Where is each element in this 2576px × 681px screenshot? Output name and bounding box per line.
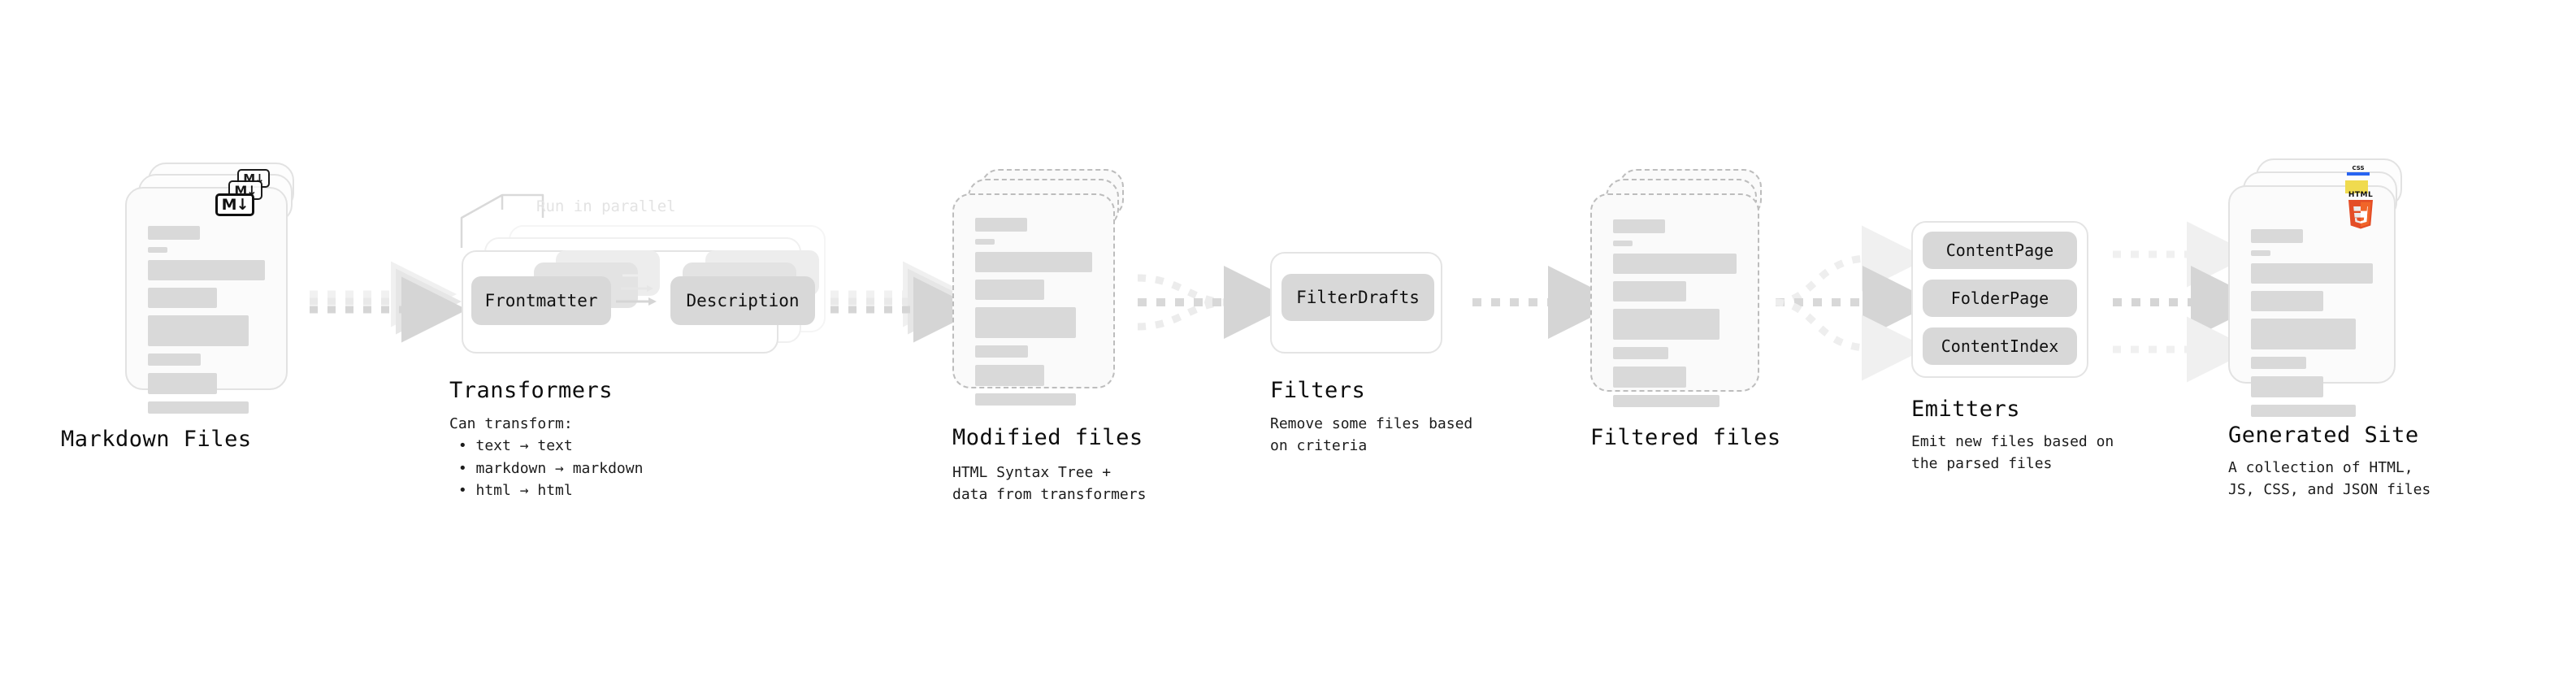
css3-icon-bar [2347, 172, 2370, 176]
filters-subcaption: Remove some files based on criteria [1270, 415, 1473, 455]
modified-files-subcaption: HTML Syntax Tree + data from transformer… [952, 464, 1147, 504]
filters-group: FilterDrafts [1270, 252, 1449, 354]
transformer-inner-arrows [616, 272, 657, 306]
emitters-subcaption: Emit new files based on the parsed files [1911, 433, 2114, 473]
markdown-files-stack: M↓ M↓ M↓ [122, 163, 317, 414]
filtered-files-caption: Filtered files [1590, 425, 1781, 450]
connector-markdown-to-transformers [310, 261, 467, 343]
generated-site-caption: Generated Site [2228, 423, 2419, 448]
filtered-card-content [1613, 219, 1737, 414]
markdown-card-content [148, 226, 265, 421]
css3-icon-label: CSS [2352, 165, 2365, 171]
transformer-pill-frontmatter[interactable]: Frontmatter [471, 276, 611, 325]
modified-card-content [975, 218, 1092, 413]
connector-emitters-to-site [2113, 221, 2264, 383]
filtered-card-front [1590, 193, 1759, 407]
site-card-content [2251, 229, 2373, 424]
connector-filtered-to-emitters [1775, 225, 1936, 381]
generated-site-subcaption: A collection of HTML, JS, CSS, and JSON … [2228, 459, 2431, 499]
generated-site-stack: CSS HTML [2227, 158, 2438, 417]
filtered-files-stack [1585, 163, 1788, 407]
transformers-subcaption: Can transform: • text → text • markdown … [449, 415, 644, 500]
modified-card-front [952, 193, 1115, 406]
emitter-pill-contentpage[interactable]: ContentPage [1923, 232, 2077, 269]
javascript-icon [2345, 180, 2368, 193]
markdown-files-caption: Markdown Files [61, 427, 252, 452]
transformers-caption: Transformers [449, 378, 614, 403]
connector-transformers-to-modified [830, 261, 979, 343]
connector-modified-to-filters [1137, 266, 1297, 339]
markdown-card-front [125, 187, 288, 414]
transformer-pill-description[interactable]: Description [670, 276, 815, 325]
emitter-pill-contentindex[interactable]: ContentIndex [1923, 327, 2077, 365]
modified-files-stack [947, 163, 1150, 406]
filter-pill-filterdrafts[interactable]: FilterDrafts [1281, 274, 1434, 321]
css3-icon: CSS [2347, 166, 2370, 176]
html5-shield [2348, 200, 2373, 229]
filters-caption: Filters [1270, 378, 1366, 403]
transformers-group: Frontmatter Description [447, 207, 837, 354]
html5-icon-label: HTML [2348, 191, 2374, 199]
html5-icon: HTML [2347, 192, 2374, 231]
site-card-front [2228, 185, 2396, 417]
markdown-icon: M↓ [215, 193, 254, 216]
modified-files-caption: Modified files [952, 425, 1143, 450]
emitter-pill-folderpage[interactable]: FolderPage [1923, 280, 2077, 317]
run-in-parallel-label: Run in parallel [536, 197, 676, 215]
emitters-caption: Emitters [1911, 397, 2021, 422]
emitters-group: ContentPage FolderPage ContentIndex [1911, 221, 2098, 384]
